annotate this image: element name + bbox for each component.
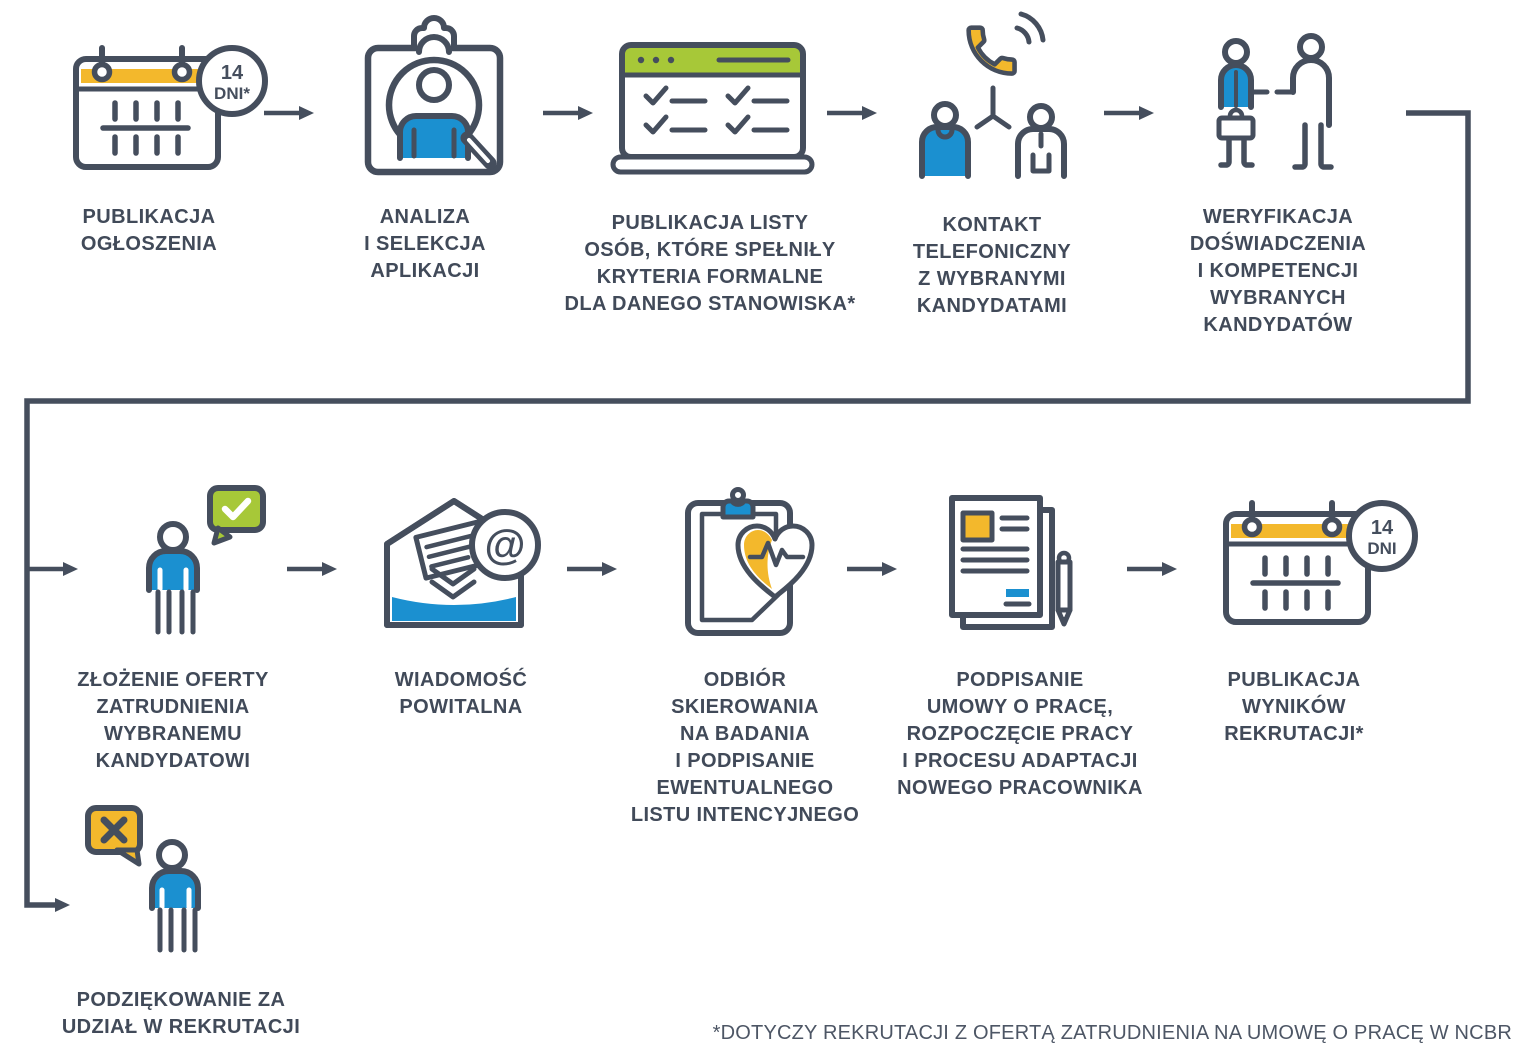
footnote: *DOTYCZY REKRUTACJI Z OFERTĄ ZATRUDNIENI… [712,1022,1512,1044]
clipboard-heart-icon [685,487,815,636]
phone-people-icon [919,11,1067,179]
step-label-publikacja-listy: PUBLIKACJA LISTY OSÓB, KTÓRE SPEŁNIŁY KR… [564,212,856,315]
step-label-zlozenie-oferty: ZŁOŻENIE OFERTY ZATRUDNIENIA WYBRANEMU K… [77,669,269,772]
clipboard-magnifier-icon [364,15,504,176]
step-label-publikacja-ogloszenia: PUBLIKACJA OGŁOSZENIA [80,206,218,255]
person-x-bubble-icon [85,805,201,953]
calendar-14-days-icon: 14 DNI [1223,500,1418,625]
step-label-analiza-aplikacji: ANALIZA I SELEKCJA APLIKACJI [364,206,486,282]
svg-text:DNI*: DNI* [214,84,250,103]
interview-people-icon [1216,33,1334,170]
svg-text:@: @ [485,521,526,568]
svg-text:14: 14 [1371,517,1394,539]
browser-checklist-icon [610,42,815,175]
step-label-wiadomosc-powitalna: WIADOMOŚĆ POWITALNA [394,669,528,718]
step-label-weryfikacja: WERYFIKACJA DOŚWIADCZENIA I KOMPETENCJI … [1189,206,1367,336]
svg-text:DNI: DNI [1367,539,1396,558]
step-label-kontakt-telefoniczny: KONTAKT TELEFONICZNY Z WYBRANYMI KANDYDA… [912,214,1072,317]
step-label-publikacja-wynikow: PUBLIKACJA WYNIKÓW REKRUTACJI* [1224,669,1364,745]
person-check-bubble-icon [146,485,266,635]
email-envelope-icon: @ [384,498,541,628]
step-label-podpisanie-umowy: PODPISANIE UMOWY O PRACĘ, ROZPOCZĘCIE PR… [897,669,1143,799]
step-label-podziekowanie: PODZIĘKOWANIE ZA UDZIAŁ W REKRUTACJI [61,989,301,1038]
svg-text:14: 14 [221,62,244,84]
contract-pen-icon [949,495,1073,630]
step-label-odbior-skierowania: ODBIÓR SKIEROWANIA NA BADANIA I PODPISAN… [630,669,860,826]
calendar-14-days-icon: 14 DNI* [73,45,268,170]
